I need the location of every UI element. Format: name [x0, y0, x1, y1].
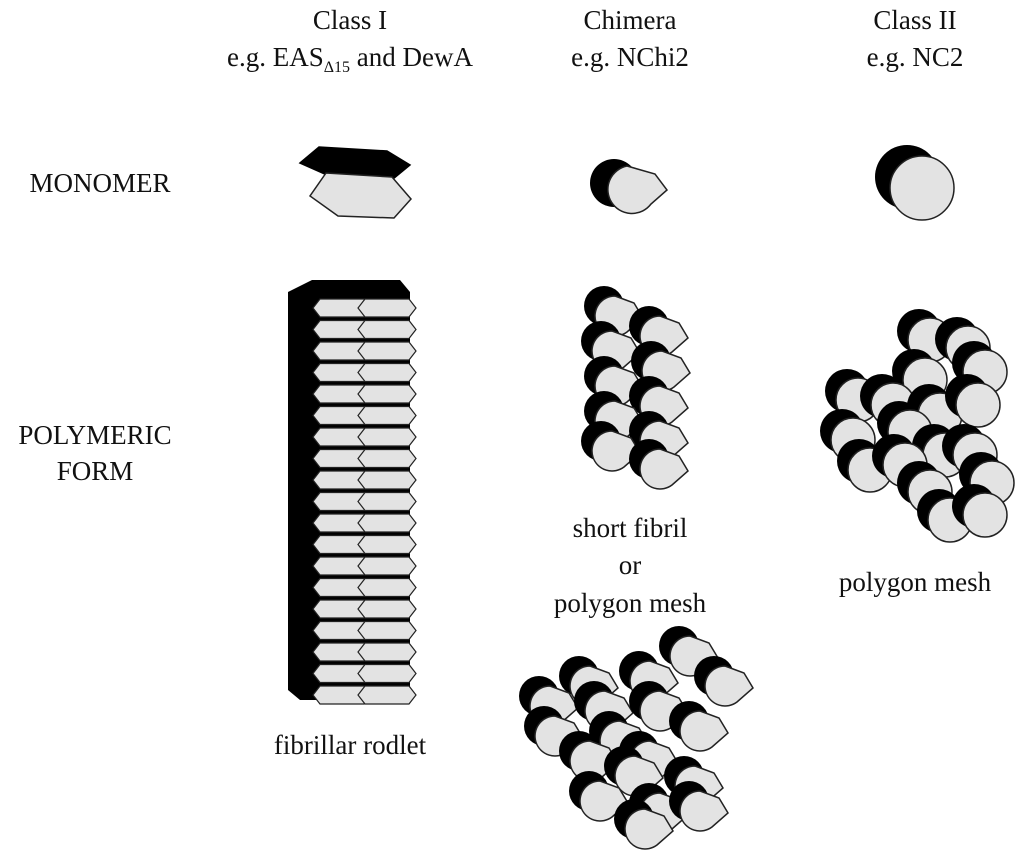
caption-or: or — [618, 550, 642, 580]
caption-short-fibril: short fibril — [572, 513, 688, 543]
rodlet-hexagon-right — [357, 577, 417, 598]
class2-title: Class II — [873, 5, 957, 35]
rodlet-hexagon-right — [357, 362, 417, 383]
rodlet-hexagon-right — [357, 298, 417, 318]
class1-title: Class I — [312, 5, 388, 35]
class1-subtitle: e.g. EASΔ15 and DewA — [226, 42, 473, 76]
rodlet-hexagon-right — [357, 663, 417, 684]
rodlet-hexagon-right — [357, 470, 417, 490]
rodlet-hexagon-right — [357, 448, 417, 469]
class1-monomer-hexagonal-prism — [299, 146, 412, 219]
chimera-polygon-mesh — [518, 625, 754, 850]
rodlet-hexagon-right — [357, 319, 417, 340]
caption-chimera-polygon-mesh: polygon mesh — [553, 588, 707, 618]
row-label-polymeric: POLYMERIC — [18, 420, 172, 450]
row-label-monomer: MONOMER — [29, 168, 171, 198]
rodlet-hexagon-right — [357, 642, 417, 662]
chimera-mesh-unit — [693, 655, 754, 707]
caption-fibrillar-rodlet: fibrillar rodlet — [273, 730, 427, 760]
chimera-subtitle: e.g. NChi2 — [571, 42, 689, 72]
chimera-title: Chimera — [583, 5, 677, 35]
class2-subtitle: e.g. NC2 — [866, 42, 964, 72]
class2-monomer-cylinder — [874, 144, 955, 221]
rodlet-hexagon-right — [357, 341, 417, 361]
class2-polygon-mesh — [819, 308, 1015, 543]
rodlet-hexagon-right — [357, 513, 417, 533]
chimera-mesh-unit — [668, 700, 729, 752]
rodlet-hexagon-right — [357, 405, 417, 426]
rodlet-hexagon-right — [357, 534, 417, 555]
rodlet-hexagon-right — [357, 384, 417, 404]
rodlet-hexagon-right — [357, 599, 417, 619]
rodlet-hexagon-right — [357, 685, 417, 705]
rodlet-hexagon-right — [357, 620, 417, 641]
class1-fibrillar-rodlet — [288, 280, 417, 705]
rodlet-hexagon-right — [357, 427, 417, 447]
chimera-monomer-shape — [589, 158, 668, 215]
rodlet-hexagon-right — [357, 491, 417, 512]
rodlet-hexagon-right — [357, 556, 417, 576]
caption-class2-polygon-mesh: polygon mesh — [838, 567, 992, 597]
chimera-short-fibril — [580, 285, 691, 490]
row-label-form: FORM — [56, 456, 134, 486]
